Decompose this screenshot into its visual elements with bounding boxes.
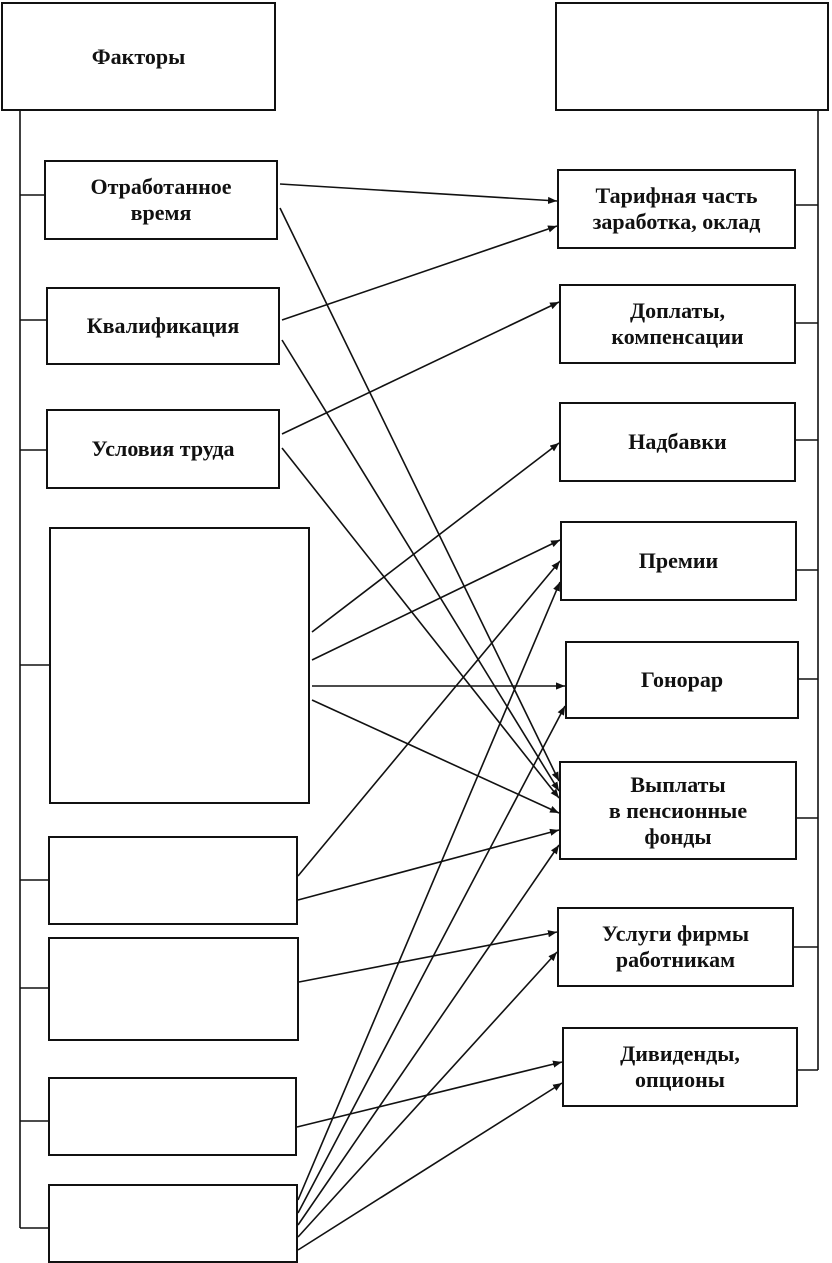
factor-box-blank-2 bbox=[48, 836, 298, 925]
component-box-fee: Гонорар bbox=[565, 641, 799, 719]
components-header-box bbox=[555, 2, 829, 111]
arrow-f3-to-c2 bbox=[281, 301, 560, 435]
arrow-f7-to-c8 bbox=[296, 1060, 563, 1128]
arrow-f8-to-c5 bbox=[297, 705, 566, 1214]
component-box-dividends-options: Дивиденды, опционы bbox=[562, 1027, 798, 1107]
factor-box-qualification: Квалификация bbox=[46, 287, 280, 365]
arrow-f6-to-c7 bbox=[298, 930, 558, 983]
factor-box-blank-4 bbox=[48, 1077, 297, 1156]
arrow-f2-to-c6 bbox=[281, 339, 560, 792]
factor-box-blank-1 bbox=[49, 527, 310, 804]
arrow-f4-to-c4 bbox=[311, 539, 561, 661]
component-box-pension-payments: Выплаты в пенсионные фонды bbox=[559, 761, 797, 860]
arrow-f5-to-c6 bbox=[297, 828, 560, 901]
factor-box-worked-time: Отработанное время bbox=[44, 160, 278, 240]
component-box-premiums: Премии bbox=[560, 521, 797, 601]
arrow-f4-to-c3 bbox=[311, 442, 560, 633]
arrow-f8-to-c6 bbox=[297, 844, 560, 1226]
arrow-f8-to-c7 bbox=[297, 951, 558, 1238]
arrow-f5-to-c4 bbox=[297, 560, 561, 877]
factor-box-blank-3 bbox=[48, 937, 299, 1041]
factors-header-box: Факторы bbox=[1, 2, 276, 111]
arrow-f4-to-c6 bbox=[311, 699, 560, 814]
factor-box-working-conditions: Условия труда bbox=[46, 409, 280, 489]
factor-box-blank-5 bbox=[48, 1184, 298, 1263]
component-box-surcharges-compensations: Доплаты, компенсации bbox=[559, 284, 796, 364]
arrow-f1-to-c6 bbox=[279, 207, 560, 782]
arrow-f3-to-c6 bbox=[281, 447, 560, 799]
arrow-f8-to-c8 bbox=[297, 1082, 563, 1251]
arrow-f2-to-c1 bbox=[281, 225, 558, 321]
component-box-company-services: Услуги фирмы работникам bbox=[557, 907, 794, 987]
component-box-tariff-salary: Тарифная часть заработка, оклад bbox=[557, 169, 796, 249]
arrow-f8-to-c4 bbox=[297, 581, 561, 1201]
arrow-f1-to-c1 bbox=[279, 183, 558, 205]
component-box-bonuses-allowances: Надбавки bbox=[559, 402, 796, 482]
